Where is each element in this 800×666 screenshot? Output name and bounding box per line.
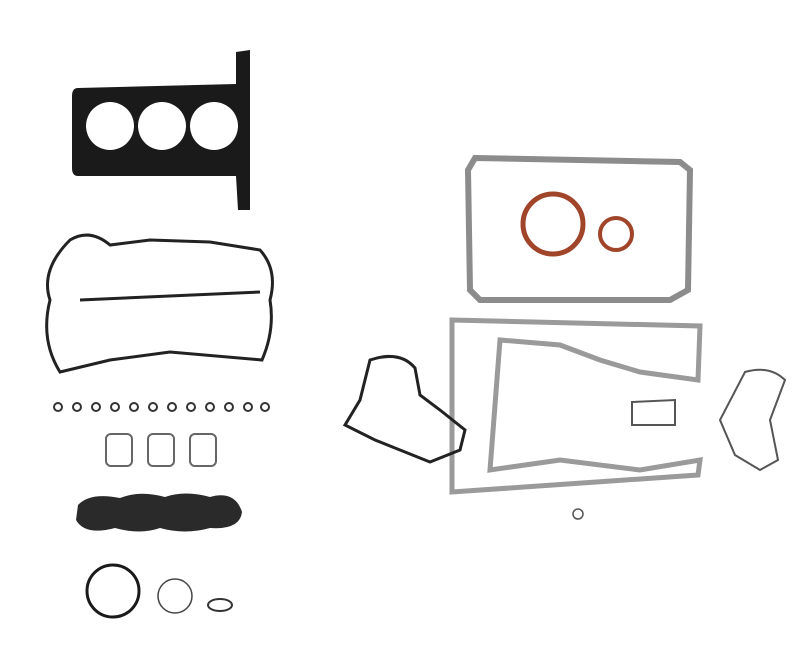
water-pump-gasket (342, 354, 467, 464)
valve-cover-gasket (45, 233, 274, 374)
crankshaft-seal-large (520, 191, 586, 257)
oil-pan-gasket (464, 154, 694, 303)
tiny-o-ring (572, 508, 584, 520)
thin-o-ring (157, 578, 193, 614)
crankshaft-seal-small (598, 216, 634, 252)
intake-gaskets (105, 433, 217, 467)
cylinder-head-gasket (72, 50, 250, 210)
timing-cover-gasket (449, 317, 703, 495)
small-flange-gasket (207, 598, 233, 612)
exhaust-manifold-gasket (76, 493, 242, 532)
valve-stem-seals (53, 402, 270, 412)
large-o-ring (85, 563, 141, 619)
oil-filter-housing-gasket (631, 398, 676, 426)
thermostat-gasket (718, 368, 787, 472)
